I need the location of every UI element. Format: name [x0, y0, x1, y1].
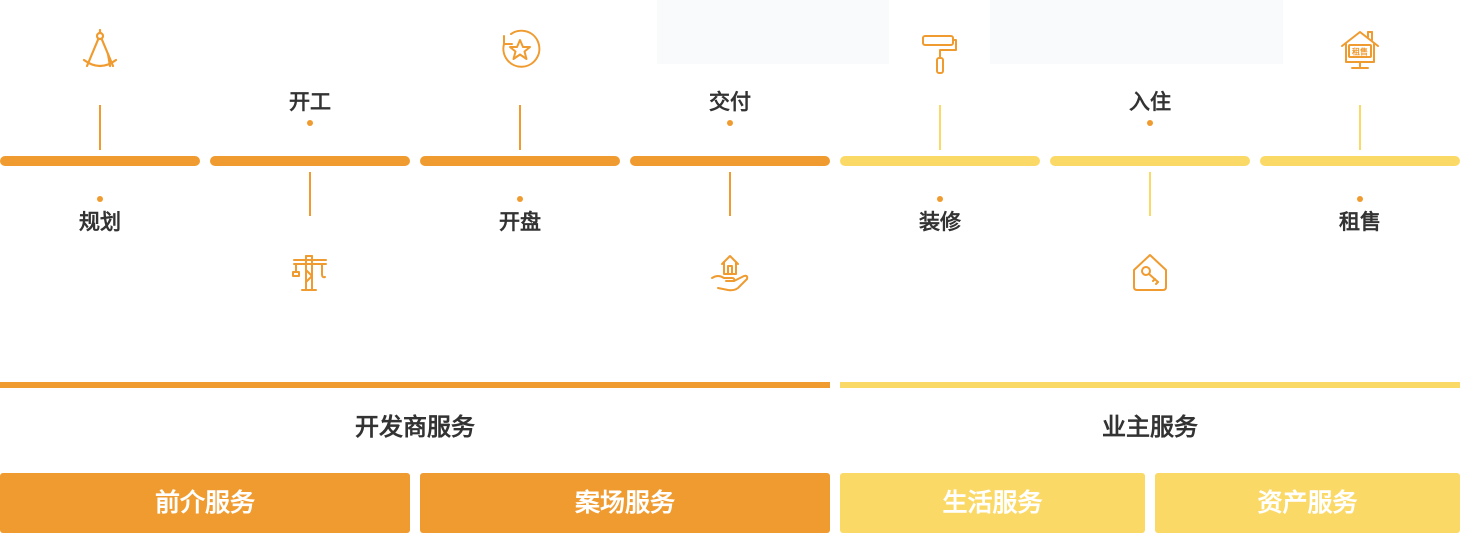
developer-group-line	[0, 382, 830, 388]
timeline-segment	[840, 156, 1040, 166]
timeline-segment	[1050, 156, 1250, 166]
stage-dot	[937, 196, 943, 202]
stage-connector-line	[1149, 172, 1151, 216]
stage-label: 交付	[709, 90, 751, 114]
stage-dot	[1147, 120, 1153, 126]
stage-label: 租售	[1339, 210, 1381, 234]
background-placeholder-right	[990, 0, 1283, 64]
paint-roller-icon	[918, 32, 962, 76]
timeline-segment	[630, 156, 830, 166]
house-in-hand-icon	[708, 250, 752, 294]
stage-dot	[517, 196, 523, 202]
service-button-preliminary[interactable]: 前介服务	[0, 473, 410, 533]
stage-connector-line	[939, 105, 941, 150]
stage-label: 规划	[79, 210, 121, 234]
stage-label: 入住	[1129, 90, 1171, 114]
stage-label: 装修	[919, 210, 961, 234]
stage-connector-line	[519, 105, 521, 150]
stage-dot	[1357, 196, 1363, 202]
stage-planning: 规划	[0, 0, 200, 300]
rent-sale-house-icon: 租售	[1338, 28, 1382, 72]
stage-move-in: 入住	[1050, 0, 1250, 300]
stage-decoration: 装修	[840, 0, 1040, 300]
stage-connector-line	[309, 172, 311, 216]
owner-group-line	[840, 382, 1460, 388]
service-button-assets[interactable]: 资产服务	[1155, 473, 1460, 533]
background-placeholder-left	[657, 0, 889, 64]
timeline-segment	[0, 156, 200, 166]
timeline-segment	[210, 156, 410, 166]
star-badge-icon	[498, 28, 542, 72]
stage-launch: 开盘	[420, 0, 620, 300]
stage-rent-sale: 租售 租售	[1260, 0, 1460, 300]
stage-dot	[727, 120, 733, 126]
rent-sale-icon-text: 租售	[1352, 47, 1368, 57]
house-key-icon	[1128, 250, 1172, 294]
stage-connector-line	[729, 172, 731, 216]
stage-construction-start: 开工	[210, 0, 410, 300]
stage-delivery: 交付	[630, 0, 830, 300]
stage-connector-line	[99, 105, 101, 150]
owner-group-title: 业主服务	[1102, 413, 1198, 441]
service-button-living[interactable]: 生活服务	[840, 473, 1145, 533]
stage-connector-line	[1359, 105, 1361, 150]
developer-group-title: 开发商服务	[355, 413, 475, 441]
tower-crane-icon	[288, 250, 332, 294]
timeline-segment	[1260, 156, 1460, 166]
stage-label: 开工	[289, 90, 331, 114]
service-button-sales-site[interactable]: 案场服务	[420, 473, 830, 533]
timeline-segment	[420, 156, 620, 166]
stage-label: 开盘	[499, 210, 541, 234]
stage-dot	[307, 120, 313, 126]
stage-dot	[97, 196, 103, 202]
drafting-compass-icon	[78, 28, 122, 72]
